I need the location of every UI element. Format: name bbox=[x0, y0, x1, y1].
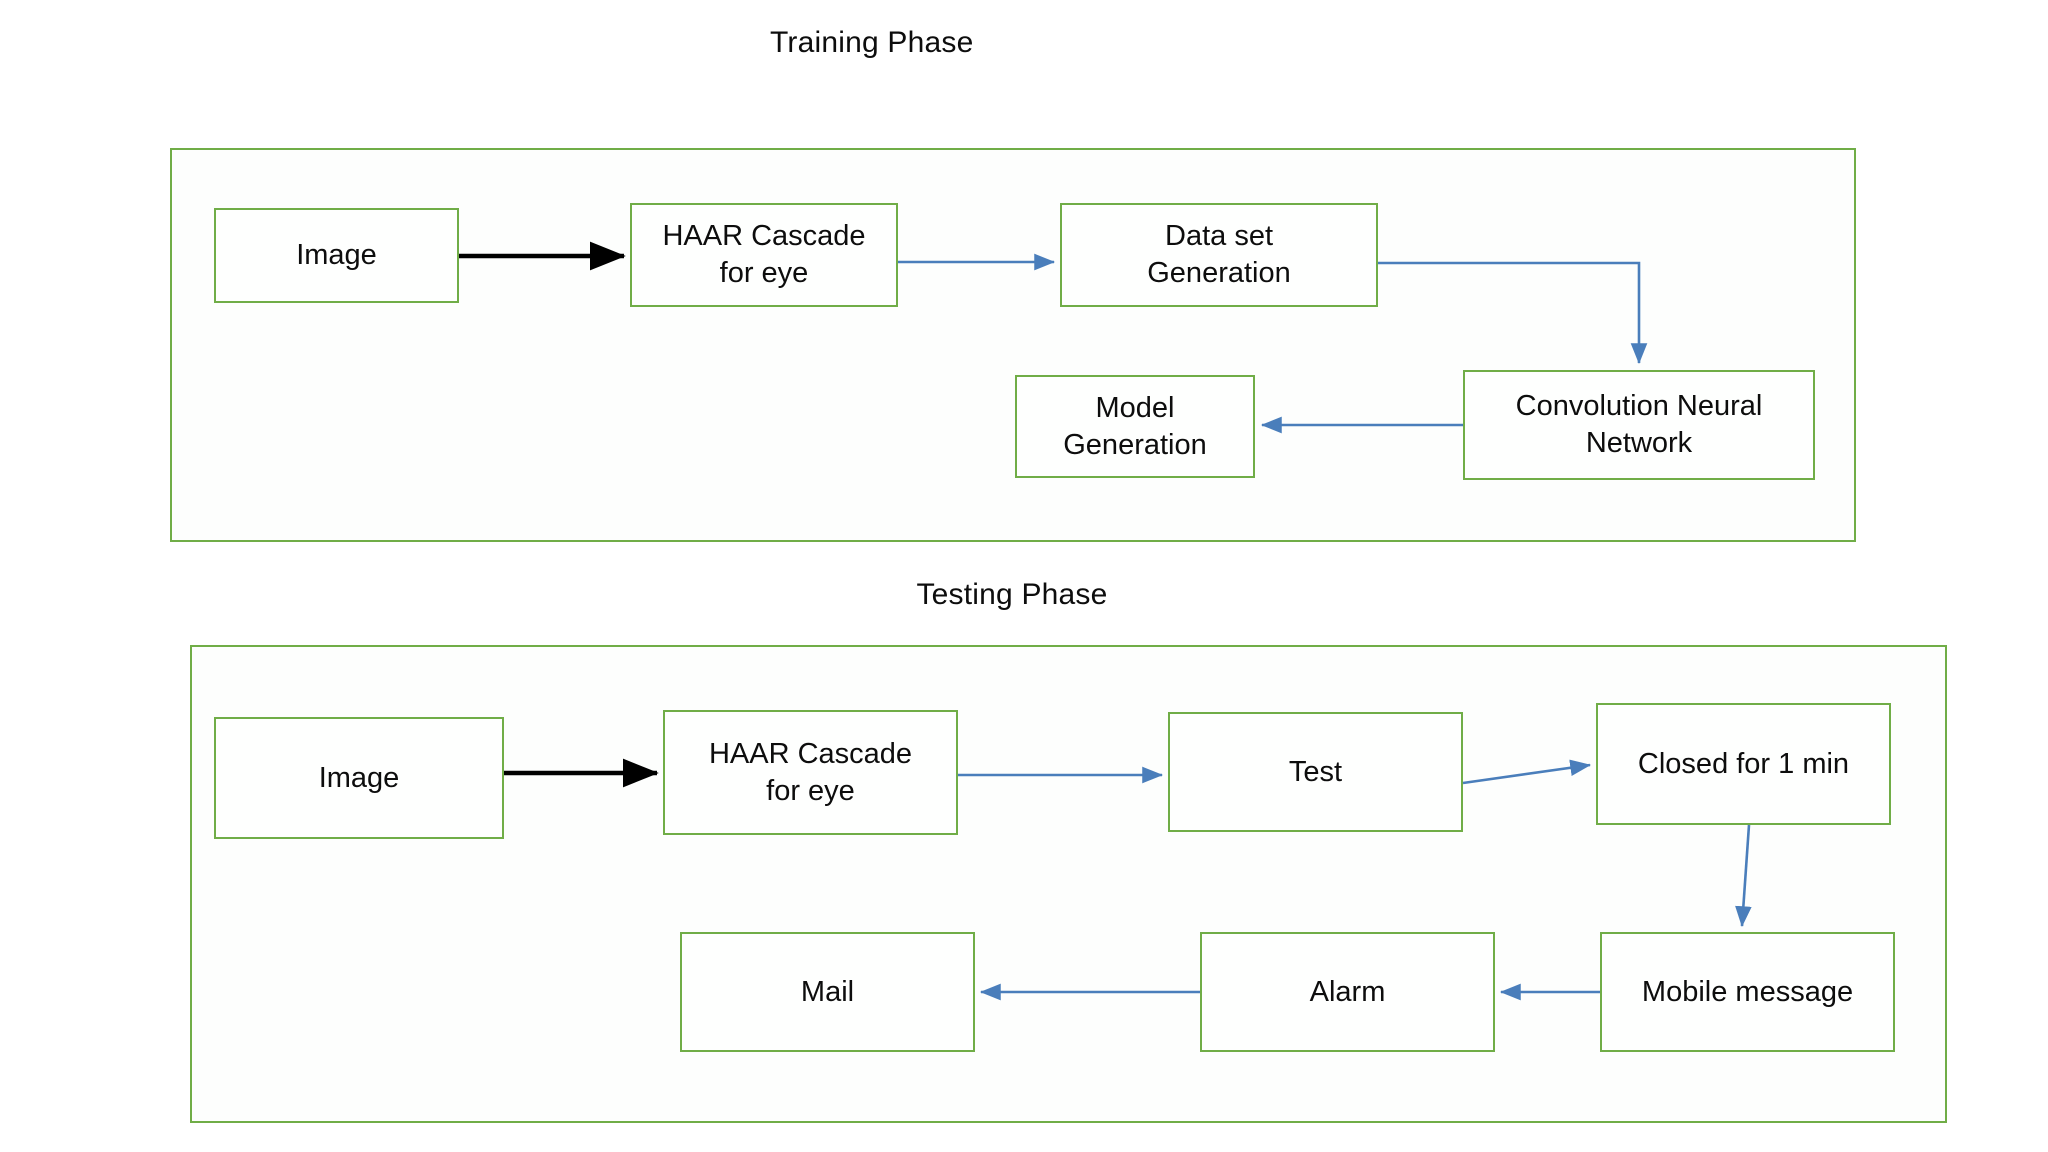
node-test-mobile-message-label: Mobile message bbox=[1641, 975, 1854, 1008]
node-test-image[interactable]: Image bbox=[214, 717, 504, 839]
node-train-haar-cascade-label: HAAR Cascade for eye bbox=[662, 220, 866, 289]
node-test-test-label: Test bbox=[1288, 755, 1343, 788]
node-test-closed-for-1-min[interactable]: Closed for 1 min bbox=[1596, 703, 1891, 825]
node-test-mail[interactable]: Mail bbox=[680, 932, 975, 1052]
node-train-haar-cascade[interactable]: HAAR Cascade for eye bbox=[630, 203, 898, 307]
node-test-mobile-message[interactable]: Mobile message bbox=[1600, 932, 1895, 1052]
node-train-data-set-generation-label: Data set Generation bbox=[1147, 220, 1291, 289]
node-test-closed-for-1-min-label: Closed for 1 min bbox=[1637, 747, 1850, 780]
node-train-convolution-neural-network[interactable]: Convolution Neural Network bbox=[1463, 370, 1815, 480]
node-train-image-label: Image bbox=[296, 239, 377, 271]
node-test-mail-label: Mail bbox=[800, 975, 855, 1008]
node-test-image-label: Image bbox=[318, 761, 400, 794]
node-test-test[interactable]: Test bbox=[1168, 712, 1463, 832]
node-test-haar-cascade-label: HAAR Cascade for eye bbox=[708, 737, 913, 807]
training-phase-title: Training Phase bbox=[770, 26, 974, 59]
node-test-alarm-label: Alarm bbox=[1309, 975, 1386, 1008]
node-train-data-set-generation[interactable]: Data set Generation bbox=[1060, 203, 1378, 307]
node-test-haar-cascade[interactable]: HAAR Cascade for eye bbox=[663, 710, 958, 835]
node-train-convolution-neural-network-label: Convolution Neural Network bbox=[1515, 390, 1763, 459]
node-test-alarm[interactable]: Alarm bbox=[1200, 932, 1495, 1052]
node-train-model-generation[interactable]: Model Generation bbox=[1015, 375, 1255, 478]
node-train-model-generation-label: Model Generation bbox=[1063, 391, 1207, 461]
node-train-image[interactable]: Image bbox=[214, 208, 459, 303]
testing-phase-title: Testing Phase bbox=[916, 578, 1108, 611]
